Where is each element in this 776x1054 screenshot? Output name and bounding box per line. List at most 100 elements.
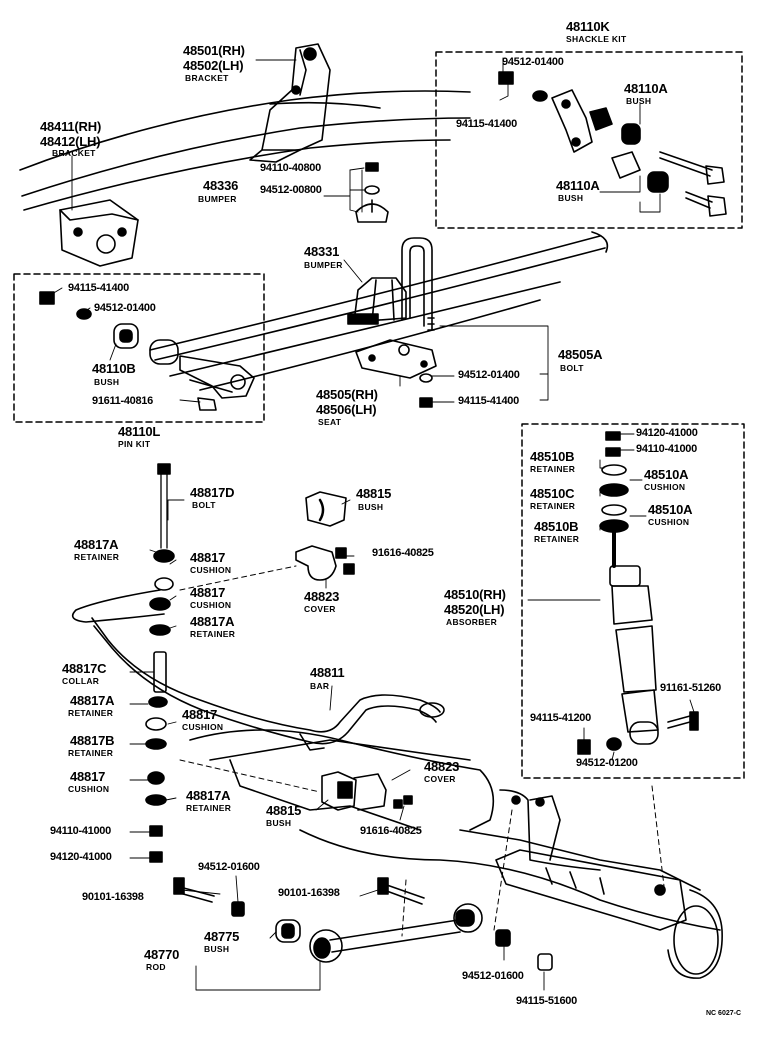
pin-bush-number: 48110B [92, 361, 136, 376]
shackle-bush-a1-name: BUSH [626, 96, 652, 106]
stab-bolt-top-label: 91616-40825 [372, 547, 434, 559]
shackle-kit-parts [498, 71, 727, 217]
pin-kit-box [13, 273, 265, 423]
stab-bush-top-name: BUSH [358, 502, 384, 512]
seat-rh-label: 48505(RH) [316, 387, 378, 402]
link-ret4-number: 48817B [70, 733, 115, 748]
leaf-spring [149, 231, 609, 391]
collar-name: COLLAR [62, 676, 100, 686]
shackle-kit-box [435, 51, 743, 229]
shackle-bush-a2-name: BUSH [558, 193, 584, 203]
link-bolt-number: 48817D [190, 485, 235, 500]
rod-washer-label: 94512-01600 [198, 861, 260, 873]
cover-low-number: 48823 [424, 759, 460, 774]
link-nut1-label: 94110-41000 [50, 825, 111, 837]
leader-lines [51, 57, 695, 991]
rear-bracket-rh-label: 48411(RH) [40, 119, 102, 134]
bracket-rh-label: 48501(RH) [183, 43, 245, 58]
rod-hardware [173, 877, 553, 971]
bar-name: BAR [310, 681, 330, 691]
frame-rail [19, 90, 471, 211]
collar-number: 48817C [62, 661, 107, 676]
abs-ret2-number: 48510C [530, 486, 575, 501]
ubolt-name: BOLT [560, 363, 584, 373]
pin-bush-name: BUSH [94, 377, 120, 387]
drawing-code: NC 6027-C [706, 1010, 742, 1017]
abs-nut1-label: 94120-41000 [636, 427, 698, 439]
stab-bush-low-number: 48815 [266, 803, 302, 818]
cover-low-name: COVER [424, 774, 456, 784]
link-ret1-name: RETAINER [74, 552, 120, 562]
front-axle [189, 729, 723, 979]
shackle-kit-number: 48110K [566, 19, 610, 34]
stab-bush-top-number: 48815 [356, 486, 392, 501]
absorber-rh-label: 48510(RH) [444, 587, 506, 602]
reference-dashes [179, 565, 665, 937]
shock-absorber [577, 431, 699, 755]
lateral-rod [275, 903, 483, 963]
bumper-48336-name: BUMPER [198, 194, 237, 204]
link-ret3-number: 48817A [70, 693, 115, 708]
bumper-48331 [347, 277, 407, 325]
link-ret1-number: 48817A [74, 537, 119, 552]
abs-cush2-name: CUSHION [648, 517, 690, 527]
bumper-nut-label: 94110-40800 [260, 162, 321, 174]
bracket-lh-label: 48502(LH) [183, 58, 244, 73]
stabilizer-cover-top [295, 545, 355, 581]
abs-cush1-name: CUSHION [644, 482, 686, 492]
pin-bolt-label: 91611-40816 [92, 395, 153, 407]
abs-low-nut-label: 94115-41200 [530, 712, 591, 724]
pin-kit-number: 48110L [118, 424, 161, 439]
pin-nut-label: 94115-41400 [68, 282, 129, 294]
link-cush2-number: 48817 [190, 585, 226, 600]
absorber-lh-label: 48520(LH) [444, 602, 505, 617]
link-bolt-name: BOLT [192, 500, 216, 510]
bumper-48336 [355, 162, 389, 223]
stabilizer-bush-top [305, 491, 347, 527]
stabilizer-link [145, 463, 175, 863]
rod-number: 48770 [144, 947, 180, 962]
shackle-bush-a2-number: 48110A [556, 178, 600, 193]
abs-ret1-name: RETAINER [530, 464, 576, 474]
cover-top-name: COVER [304, 604, 336, 614]
abs-cush1-number: 48510A [644, 467, 689, 482]
ubolt-washer-label: 94512-01400 [458, 369, 520, 381]
shackle-nut-label: 94115-41400 [456, 118, 517, 130]
bumper-48331-number: 48331 [304, 244, 340, 259]
link-cush2-name: CUSHION [190, 600, 232, 610]
link-cush3-number: 48817 [182, 707, 218, 722]
link-cush1-name: CUSHION [190, 565, 232, 575]
rod-washer2-label: 94512-01600 [462, 970, 524, 982]
bar-number: 48811 [310, 665, 345, 680]
ubolt-nut [419, 397, 433, 408]
link-ret4-name: RETAINER [68, 748, 114, 758]
shackle-washer-label: 94512-01400 [502, 56, 564, 68]
stab-bolt-low-label: 91616-40825 [360, 825, 422, 837]
absorber-box [521, 423, 745, 779]
bracket-name-label: BRACKET [185, 73, 229, 83]
ubolt-nut-label: 94115-41400 [458, 395, 519, 407]
abs-nut2-label: 94110-41000 [636, 443, 697, 455]
abs-low-washer-label: 94512-01200 [576, 757, 638, 769]
hanger-bracket [249, 43, 331, 163]
link-ret2-number: 48817A [190, 614, 235, 629]
link-cush3-name: CUSHION [182, 722, 224, 732]
rod-bush-name: BUSH [204, 944, 230, 954]
seat-name: SEAT [318, 417, 342, 427]
abs-cush2-number: 48510A [648, 502, 693, 517]
abs-ret3-number: 48510B [534, 519, 579, 534]
stabilizer-bar [71, 589, 445, 751]
link-cush4-number: 48817 [70, 769, 106, 784]
rear-bracket-name-label: BRACKET [52, 148, 96, 158]
pin-kit-name: PIN KIT [118, 439, 151, 449]
bumper-washer-label: 94512-00800 [260, 184, 322, 196]
cover-top-number: 48823 [304, 589, 340, 604]
shackle-kit-name: SHACKLE KIT [566, 34, 627, 44]
pin-kit-parts [39, 291, 255, 411]
ubolt-washer [419, 373, 433, 383]
rear-bracket-lh-label: 48412(LH) [40, 134, 101, 149]
pin-washer-label: 94512-01400 [94, 302, 156, 314]
rod-name: ROD [146, 962, 166, 972]
